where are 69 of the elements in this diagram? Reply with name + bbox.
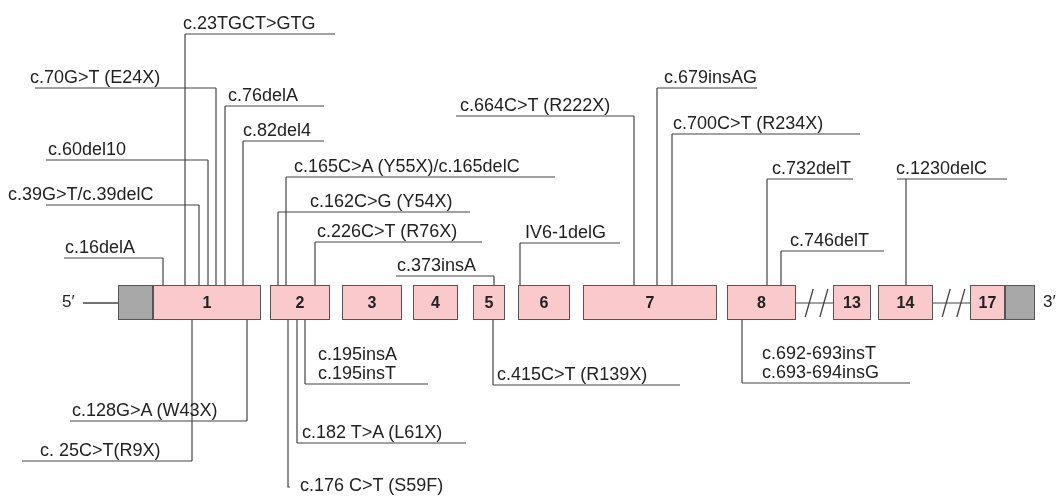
mutation-label: c.732delT [772,159,852,178]
mutation-label: c.70G>T (E24X) [30,68,161,87]
leader-line [224,105,325,286]
leader-line [766,178,854,286]
mutation-label: c.700C>T (R234X) [673,114,824,133]
exon-box: 17 [970,285,1005,320]
mutation-label: c.23TGCT>GTG [183,14,316,33]
leader-line [184,33,336,286]
leader-line [656,87,758,286]
exon-box: 3 [342,285,402,320]
mutation-label: IV6-1delG [525,223,607,242]
mutation-label: c.664C>T (R222X) [460,96,611,115]
mutation-label: c.16delA [65,238,136,257]
mutation-label: c.679insAG [664,68,758,87]
utr-box [118,285,153,320]
leader-line [45,204,200,286]
mutation-label: c.746delT [790,231,870,250]
mutation-label: c.226C>T (R76X) [317,222,458,241]
mutation-label: c.128G>A (W43X) [72,401,218,420]
exon-box: 5 [473,285,505,320]
mutation-label: c.176 C>T (S59F) [290,476,444,495]
mutation-label: c.76delA [228,86,299,105]
leader-line [896,178,1008,286]
leader-line [314,241,483,286]
mutation-label: c.1230delC [896,159,988,178]
end-label: 5′ [62,292,75,312]
leader-line [519,242,621,286]
exon-box: 6 [518,285,570,320]
mutation-label: c.60del10 [48,140,127,159]
leader-line [304,319,429,385]
mutation-label: c.39G>T/c.39delC [8,185,154,204]
leader-line [69,319,248,422]
leader-line [671,133,861,286]
exon-box: 1 [153,285,261,320]
leader-line [45,159,209,286]
leader-line [21,319,193,462]
mutation-label: c. 25C>T(R9X) [40,441,161,460]
exon-box: 4 [413,285,458,320]
leader-line [34,87,217,286]
intron-line [795,302,834,304]
leader-line [741,319,911,384]
exon-box: 8 [727,285,796,320]
mutation-label: c.373insA [397,256,477,275]
mutation-label: c.693-694insG [762,363,880,382]
exon-box: 2 [270,285,330,320]
mutation-label: c.182 T>A (L61X) [302,423,443,442]
mutation-label: c.82del4 [243,121,312,140]
leader-line [395,275,495,286]
leader-line [287,319,291,488]
mutation-label: c.195insT [318,364,398,383]
end-label: 3′ [1043,292,1056,312]
exon-box: 7 [583,285,717,320]
mutation-label: c.415C>T (R139X) [497,365,648,384]
mutation-label: c.162C>G (Y54X) [310,192,453,211]
leader-line [242,140,325,286]
intron-line [932,302,971,304]
leader-line [277,211,471,286]
mutation-label: c.165C>A (Y55X)/c.165delC [294,157,520,176]
leader-line [63,257,164,286]
utr-box [1005,285,1035,320]
leader-line [296,319,467,444]
exon-box: 14 [878,285,933,320]
leader-line [492,319,681,386]
mutation-label: c.692-693insT [762,344,878,363]
leader-line [285,176,556,286]
mutation-label: c.195insA [318,345,398,364]
leader-line [780,250,885,286]
exon-box: 13 [833,285,871,320]
leader-line [455,115,635,286]
